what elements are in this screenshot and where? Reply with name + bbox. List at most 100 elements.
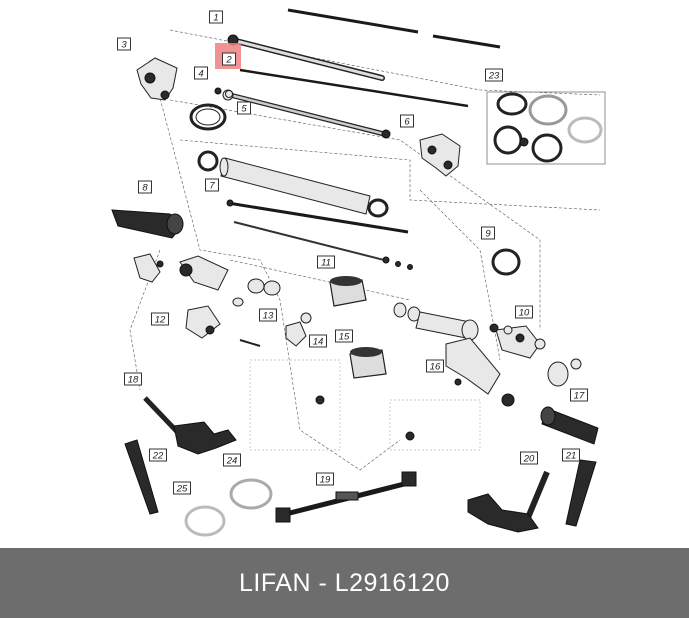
bushing-kit-inset — [486, 91, 606, 165]
spindle-right — [467, 470, 550, 533]
callout-box — [485, 68, 503, 82]
callout-number: 2 — [225, 55, 232, 66]
callout-17: 17 — [570, 388, 588, 402]
callout-number: 16 — [430, 362, 441, 373]
callout-number: 14 — [313, 337, 324, 348]
idler-arm — [540, 358, 599, 445]
callout-box — [481, 226, 495, 240]
callout-box — [149, 448, 167, 462]
callout-box — [138, 180, 152, 194]
callout-box — [316, 472, 334, 486]
callout-4: 4 — [194, 66, 208, 80]
callout-box — [223, 453, 241, 467]
spindle-left — [143, 396, 237, 455]
callout-number: 17 — [574, 391, 585, 402]
callout-20: 20 — [520, 451, 538, 465]
brand-name: LIFAN — [239, 568, 312, 597]
callout-number: 1 — [213, 13, 218, 24]
callout-9: 9 — [481, 226, 495, 240]
callout-box — [209, 10, 223, 24]
callout-box — [335, 329, 353, 343]
callout-7: 7 — [205, 178, 219, 192]
bottom-rings — [184, 478, 273, 537]
boot-right — [565, 459, 597, 527]
footer-caption: LIFAN - L2916120 — [239, 569, 450, 598]
callout-15: 15 — [335, 329, 353, 343]
callout-number: 15 — [339, 332, 350, 343]
callout-number: 20 — [523, 454, 535, 465]
callout-6: 6 — [400, 114, 414, 128]
rack-shaft — [227, 34, 385, 81]
callout-2: 2 — [222, 52, 236, 66]
callout-number: 23 — [488, 71, 500, 82]
long-rod — [226, 199, 413, 270]
ball-joints — [239, 312, 312, 347]
steering-knuckle-left — [133, 253, 229, 339]
callout-number: 8 — [142, 183, 148, 194]
callout-number: 18 — [128, 375, 139, 386]
callout-box — [317, 255, 335, 269]
callout-box — [117, 37, 131, 51]
callout-12: 12 — [151, 312, 169, 326]
callout-21: 21 — [562, 448, 580, 462]
callout-number: 12 — [155, 315, 166, 326]
callout-box — [124, 372, 142, 386]
dust-sleeve-lower — [349, 347, 387, 379]
background-sketch — [249, 359, 481, 451]
callout-13: 13 — [259, 308, 277, 322]
steering-housing-right — [419, 133, 461, 177]
callout-box — [562, 448, 580, 462]
callout-box — [173, 481, 191, 495]
assembly-guide-lines — [129, 29, 601, 471]
exploded-parts-diagram: 1234567891011121314151617181920212223242… — [111, 8, 606, 537]
callout-box — [259, 308, 277, 322]
callout-number: 3 — [121, 40, 127, 51]
callout-23: 23 — [485, 68, 503, 82]
callout-11: 11 — [317, 255, 335, 269]
callout-10: 10 — [515, 305, 533, 319]
boot-left — [124, 439, 159, 515]
callout-number: 13 — [263, 311, 274, 322]
callout-box — [309, 334, 327, 348]
callout-box — [570, 388, 588, 402]
callout-box — [237, 101, 251, 115]
callout-16: 16 — [426, 359, 444, 373]
caption-separator: - — [311, 568, 335, 597]
callout-number: 11 — [321, 258, 331, 269]
callout-box — [520, 451, 538, 465]
callout-box — [426, 359, 444, 373]
steering-housing-left — [136, 57, 178, 101]
tie-rods-top — [239, 8, 501, 108]
callout-14: 14 — [309, 334, 327, 348]
callout-box — [515, 305, 533, 319]
callout-number: 10 — [519, 308, 530, 319]
callout-24: 24 — [223, 453, 241, 467]
callout-19: 19 — [316, 472, 334, 486]
steering-shaft-right — [393, 302, 479, 341]
pitman-arm — [111, 209, 184, 239]
callout-1: 1 — [209, 10, 223, 24]
small-bushings — [214, 87, 233, 98]
steering-column-tube — [197, 150, 389, 218]
tie-rod-assembly — [275, 471, 417, 523]
callout-number: 21 — [565, 451, 577, 462]
callout-box — [222, 52, 236, 66]
callout-number: 22 — [152, 451, 164, 462]
callout-box — [194, 66, 208, 80]
callout-22: 22 — [149, 448, 167, 462]
callout-3: 3 — [117, 37, 131, 51]
footer-bar: LIFAN - L2916120 — [0, 548, 689, 618]
steering-knuckle-right — [445, 323, 546, 407]
seal-ring — [189, 103, 227, 131]
callout-number: 9 — [485, 229, 491, 240]
callout-number: 7 — [209, 181, 215, 192]
callout-8: 8 — [138, 180, 152, 194]
callout-number: 4 — [198, 69, 203, 80]
callout-number: 24 — [226, 456, 238, 467]
callout-box — [205, 178, 219, 192]
part-number: L2916120 — [334, 568, 450, 597]
callout-box — [151, 312, 169, 326]
callout-number: 5 — [241, 104, 247, 115]
callout-25: 25 — [173, 481, 191, 495]
